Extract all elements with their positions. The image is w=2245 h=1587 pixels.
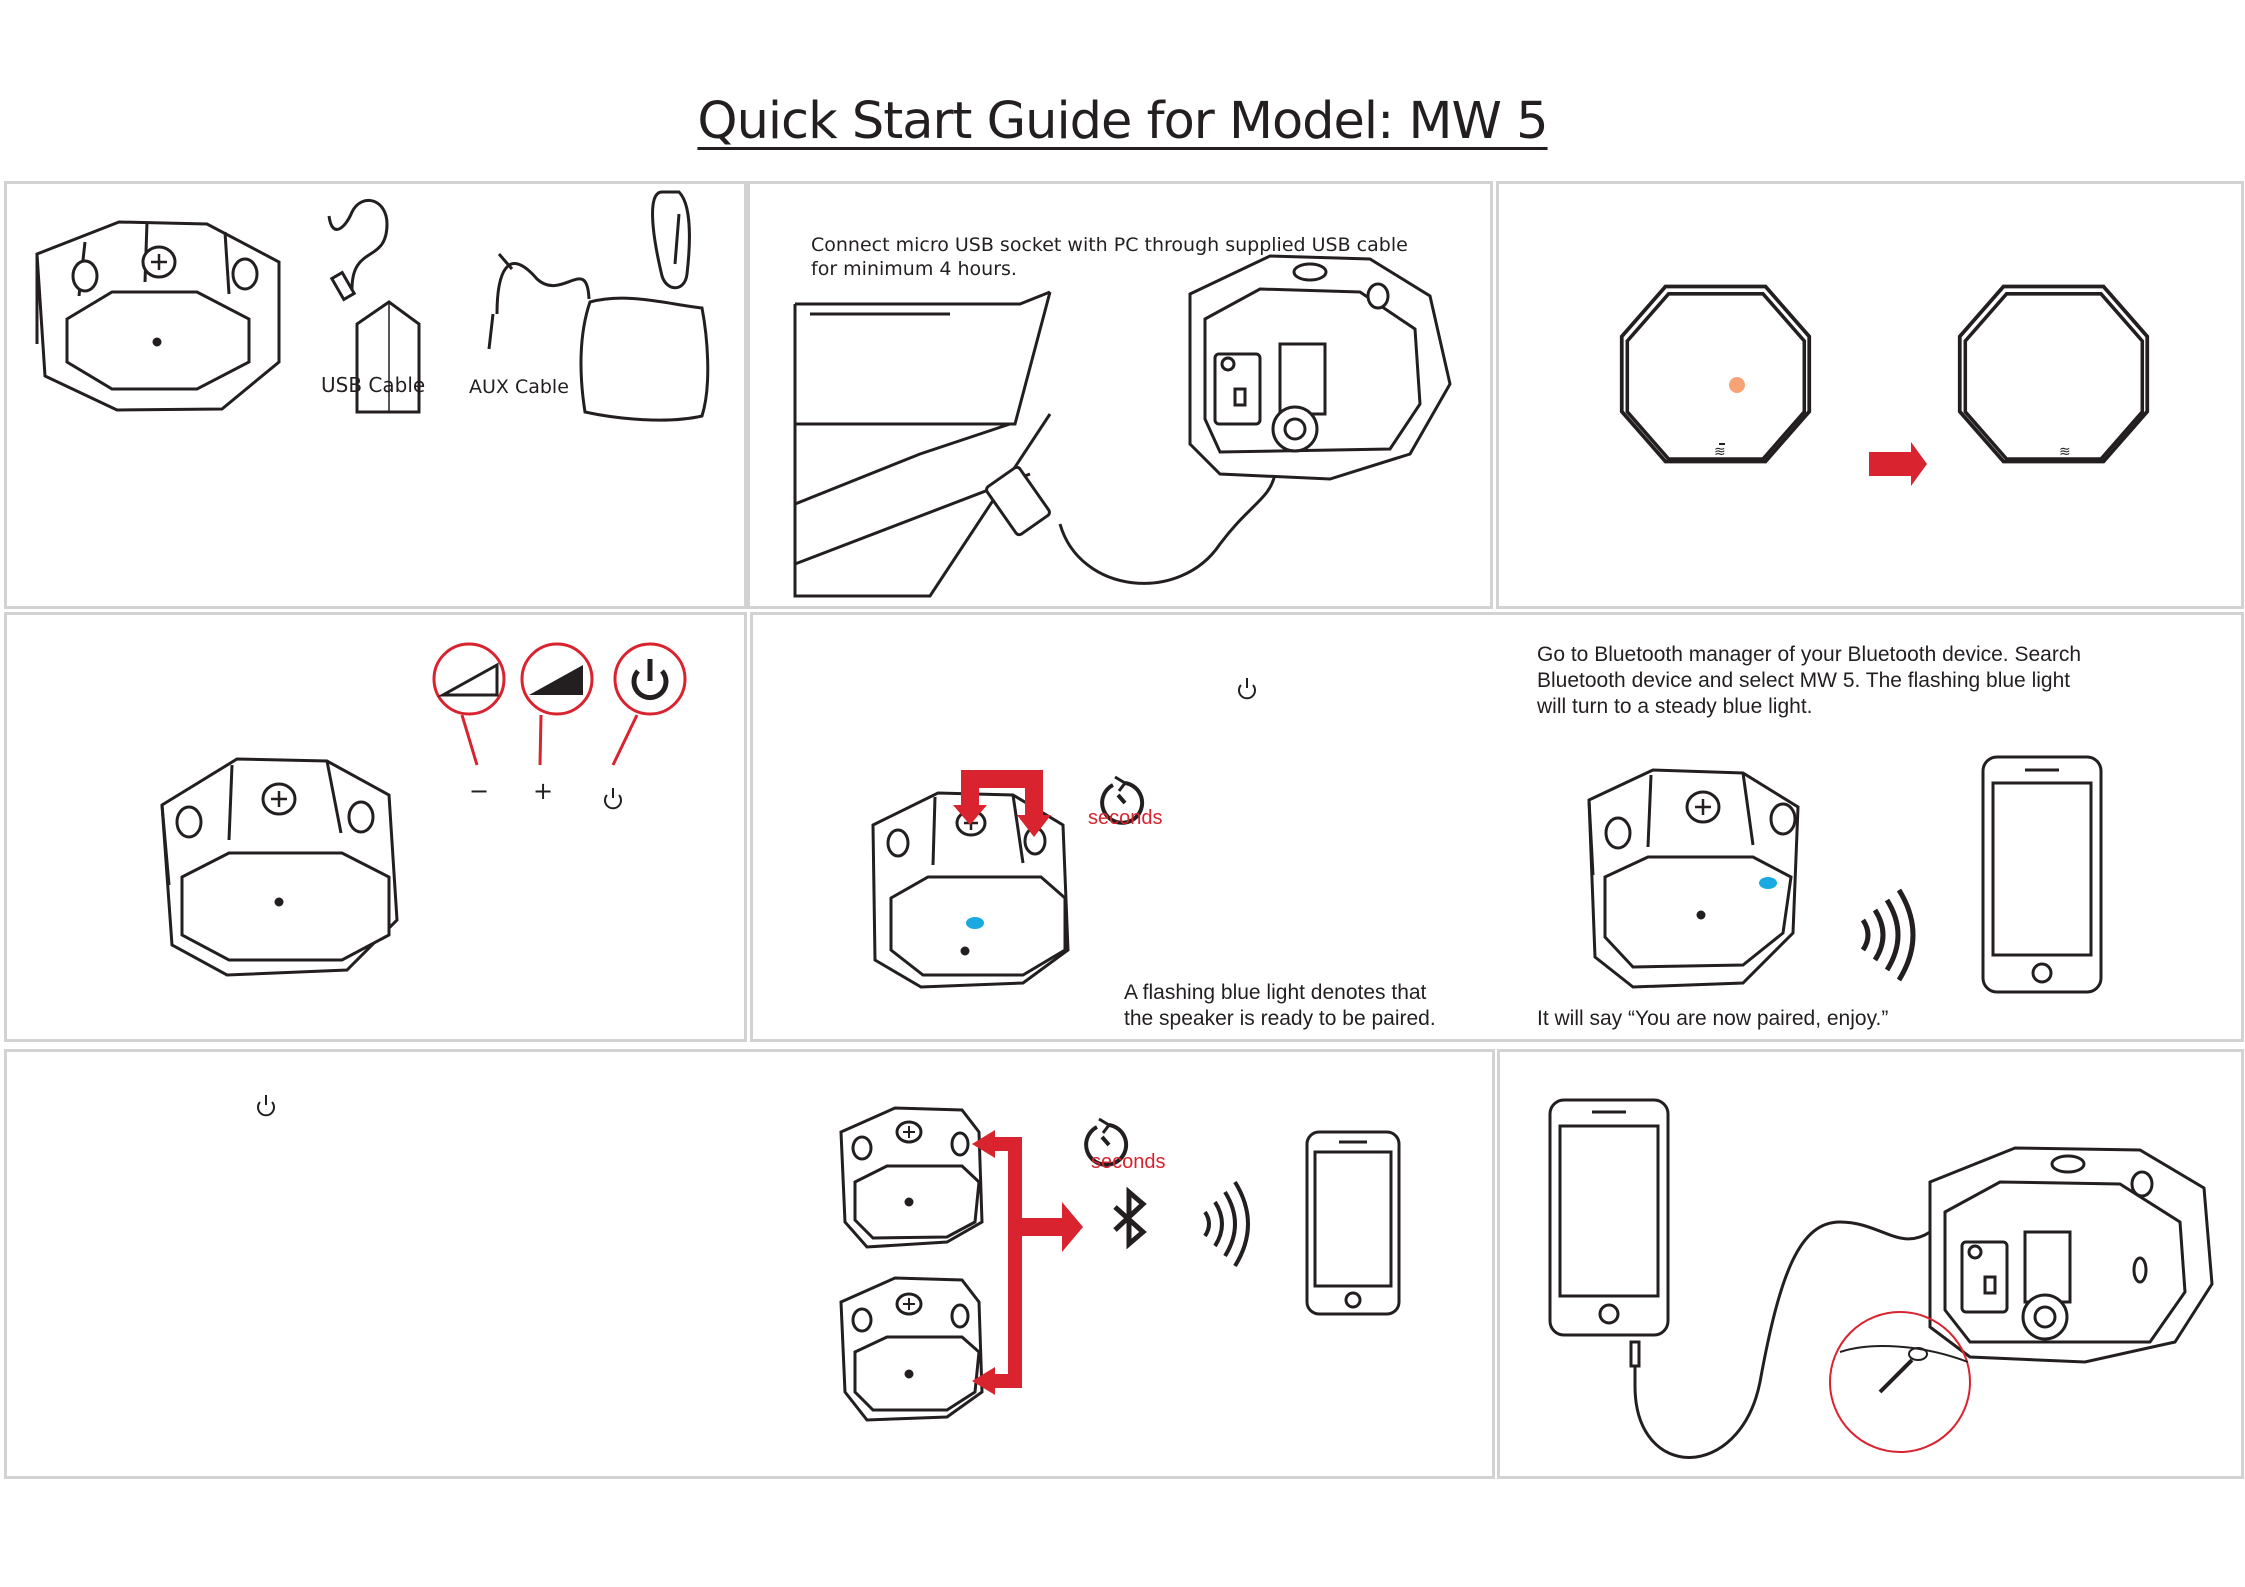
seconds-label: seconds [1088, 807, 1163, 829]
aux-jack-zoom-callout [1829, 1311, 1971, 1453]
panel-pairing: seconds A flashing blue light denotes th… [750, 612, 2244, 1042]
speaker-illustration [35, 220, 281, 412]
charging-illustration [793, 254, 1452, 598]
charging-instruction-line2: for minimum 4 hours. [811, 258, 1017, 280]
laptop-illustration [793, 290, 1052, 598]
speaker-back-illustration [1928, 1146, 2214, 1364]
panel-led-indicator: ≋ ≋ [1496, 181, 2244, 609]
power-small-icon [604, 788, 622, 810]
aux-jack-zoom-detail [1839, 1345, 1969, 1394]
speaker-illustration-right [1587, 768, 1800, 989]
aux-connection-illustration [1548, 1098, 2214, 1459]
panel-box-contents: USB Cable AUX Cable [4, 181, 747, 609]
power-icon [631, 659, 669, 701]
stereo-pairing-illustration [257, 1095, 1401, 1422]
panel-aux-connection [1497, 1049, 2244, 1479]
speaker-back-illustration [1188, 254, 1452, 481]
pouch-illustration [579, 296, 710, 422]
bluetooth-icon [1113, 1186, 1147, 1250]
speaker-top-red-led: ≋ [1619, 284, 1812, 464]
volume-down-callout [432, 642, 506, 766]
power-callout [611, 642, 687, 766]
aux-cable-illustration [487, 253, 591, 350]
seconds-label: seconds [1091, 1151, 1166, 1173]
usb-cable-label: USB Cable [321, 373, 426, 397]
flashing-light-text-line1: A flashing blue light denotes that [1124, 981, 1427, 1004]
power-small-icon [1238, 678, 1256, 700]
speaker-top-led-off: ≋ [1957, 284, 2150, 464]
svg-text:≋: ≋ [1714, 443, 1726, 459]
volume-down-icon [437, 662, 499, 697]
page-title: Quick Start Guide for Model: MW 5 [697, 92, 1548, 151]
bluetooth-manager-text-line1: Go to Bluetooth manager of your Bluetoot… [1537, 643, 2082, 666]
press-buttons-arrow [953, 770, 1051, 837]
svg-text:≋: ≋ [2059, 443, 2071, 459]
led-blue-dot [1759, 877, 1777, 889]
timer-icon [1100, 775, 1145, 825]
manual-illustration [355, 300, 421, 414]
panel-controls: − + [4, 612, 747, 1042]
stereo-link-arrow [972, 1130, 1083, 1395]
flashing-light-text-line2: the speaker is ready to be paired. [1124, 1007, 1436, 1030]
usb-cable-illustration [327, 199, 389, 302]
timer-icon [1084, 1117, 1129, 1167]
aux-cable-label: AUX Cable [469, 376, 569, 398]
volume-up-label: + [533, 777, 554, 805]
panel-charging: Connect micro USB socket with PC through… [747, 181, 1493, 609]
phone-illustration [1305, 1130, 1401, 1316]
carabiner-illustration [651, 190, 691, 290]
paired-confirmation-text: It will say “You are now paired, enjoy.” [1537, 1007, 1889, 1030]
sound-waves-icon [1203, 1180, 1250, 1268]
volume-up-callout [520, 642, 594, 766]
speaker-illustration-top [839, 1106, 984, 1249]
bluetooth-manager-text-line3: will turn to a steady blue light. [1537, 695, 1813, 718]
controls-illustration [160, 642, 687, 977]
sound-waves-icon [1860, 888, 1916, 982]
usb-plug-illustration [985, 465, 1277, 585]
arrow-right-icon [1869, 442, 1927, 486]
panel-stereo-pairing: seconds [4, 1049, 1495, 1479]
led-blue-dot [966, 917, 984, 929]
speaker-illustration-bottom [839, 1276, 984, 1422]
phone-illustration [1548, 1098, 1670, 1337]
aux-cable-illustration [1629, 1220, 1931, 1459]
power-small-icon [257, 1095, 275, 1117]
charging-instruction-line1: Connect micro USB socket with PC through… [811, 234, 1408, 256]
phone-illustration [1981, 755, 2103, 994]
led-orange-dot [1729, 377, 1745, 393]
pairing-illustration [871, 678, 2103, 994]
volume-down-label: − [469, 777, 490, 805]
speaker-illustration [160, 757, 399, 977]
led-indicator-illustration: ≋ ≋ [1619, 284, 2150, 486]
box-contents-illustration [35, 190, 710, 422]
volume-up-icon [529, 665, 583, 695]
bluetooth-manager-text-line2: Bluetooth device and select MW 5. The fl… [1537, 669, 2071, 692]
